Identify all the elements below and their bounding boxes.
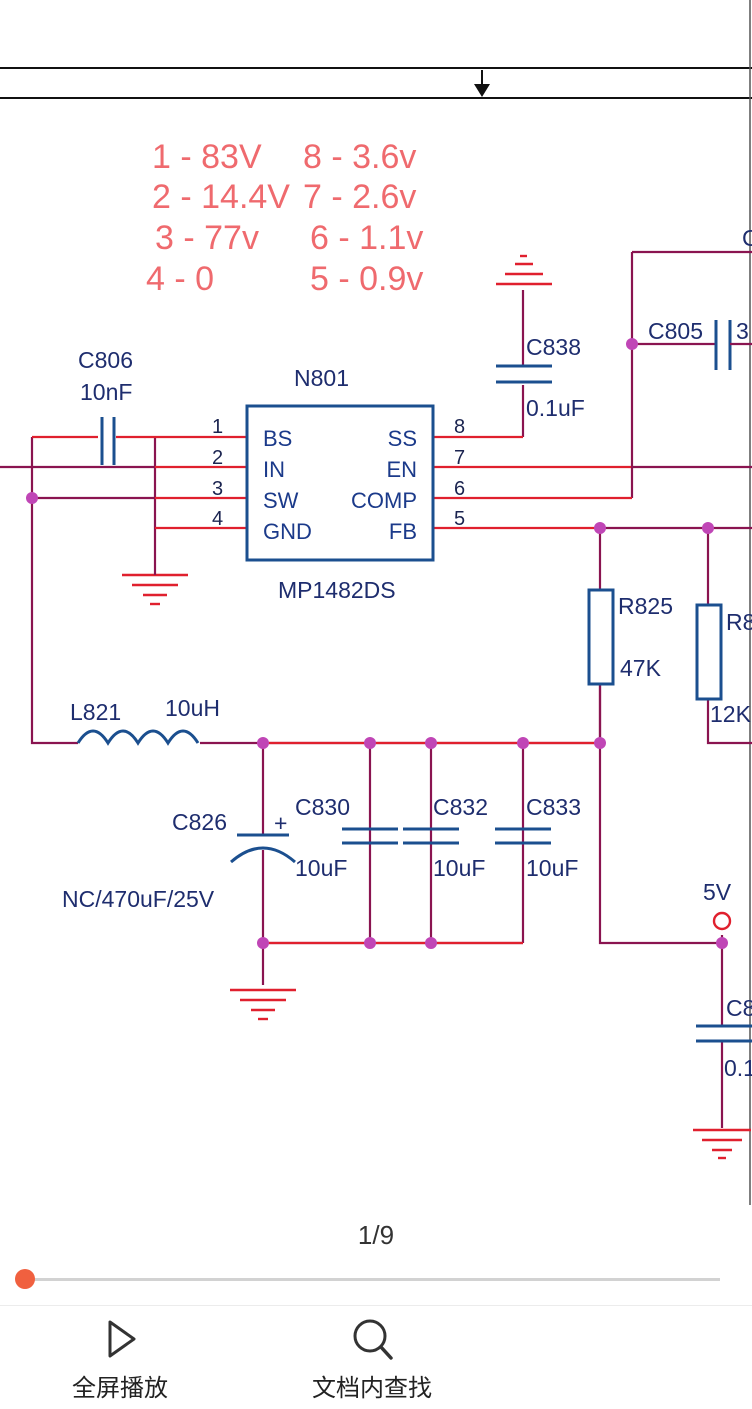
component-ref: R825: [618, 593, 673, 619]
component-ref: C8: [726, 995, 752, 1021]
component-value: 10uF: [433, 855, 485, 881]
fullscreen-play-button[interactable]: 全屏播放: [35, 1316, 205, 1406]
ic-ref-label: N801: [294, 365, 349, 391]
capacitor-c826[interactable]: + C826 NC/470uF/25V: [62, 809, 296, 912]
component-ref: C838: [526, 334, 581, 360]
component-ref: C805: [648, 318, 703, 344]
search-icon: [353, 1319, 393, 1360]
component-value: 3: [736, 318, 749, 344]
capacitor-c805[interactable]: C805 3: [648, 318, 752, 370]
voltage-note: 3 - 77v: [155, 219, 259, 257]
ic-pin-name: FB: [389, 519, 417, 544]
ic-n801[interactable]: N801 MP1482DS BS IN SW GND SS EN COMP FB…: [212, 365, 465, 603]
ground-symbol: [122, 530, 188, 606]
ic-pin-name: SS: [388, 426, 417, 451]
voltage-note: 2 - 14.4V: [152, 178, 290, 216]
voltage-note: 8 - 3.6v: [303, 138, 416, 176]
capacitor-c832[interactable]: C832 10uF: [403, 794, 488, 881]
ground-symbol: [230, 988, 296, 1021]
rail-5v[interactable]: 5V: [703, 879, 732, 931]
page-indicator: 1/9: [357, 1220, 395, 1250]
ic-pin-number: 3: [212, 478, 223, 500]
polarity-mark: +: [274, 810, 287, 836]
resistor-r8xx[interactable]: R8 12K: [695, 603, 752, 727]
ic-pin-name: COMP: [351, 488, 417, 513]
bottom-toolbar: 全屏播放 文档内查找: [0, 1305, 752, 1409]
component-value: 10nF: [80, 379, 132, 405]
component-ref: C830: [295, 794, 350, 820]
component-value: 10uF: [526, 855, 578, 881]
capacitor-c830[interactable]: C830 10uF: [295, 794, 398, 881]
play-icon: [108, 1320, 136, 1358]
sheet-arrow-marker: [474, 70, 490, 97]
capacitor-c806[interactable]: C806 10nF: [78, 347, 133, 465]
component-value: 10uH: [165, 695, 220, 721]
voltage-note: 4 - 0: [146, 260, 214, 298]
component-value: 10uF: [295, 855, 347, 881]
search-in-document-button[interactable]: 文档内查找: [287, 1316, 457, 1406]
voltage-note: 5 - 0.9v: [310, 260, 423, 298]
component-ref: C826: [172, 809, 227, 835]
component-ref: L821: [70, 699, 121, 725]
ic-part-label: MP1482DS: [278, 577, 396, 603]
ic-pin-name: GND: [263, 519, 312, 544]
ic-pin-number: 7: [454, 447, 465, 469]
capacitor-c838[interactable]: C838 0.1uF: [496, 334, 585, 421]
ic-pin-number: 4: [212, 508, 223, 530]
ic-pin-number: 6: [454, 478, 465, 500]
component-ref: R8: [726, 609, 752, 635]
ic-pin-number: 5: [454, 508, 465, 530]
component-value: NC/470uF/25V: [62, 886, 215, 912]
voltage-notes: 1 - 83V 2 - 14.4V 3 - 77v 4 - 0 8 - 3.6v…: [146, 138, 423, 298]
ic-pin-number: 8: [454, 416, 465, 438]
ic-pin-name: IN: [263, 457, 285, 482]
fullscreen-play-label: 全屏播放: [72, 1374, 168, 1402]
ic-pin-name: EN: [386, 457, 417, 482]
resistor-r825[interactable]: R825 47K: [587, 588, 673, 686]
progress-handle[interactable]: [15, 1269, 35, 1289]
rail-label: 5V: [703, 879, 732, 905]
page-progress-slider[interactable]: [15, 1269, 720, 1289]
voltage-note: 7 - 2.6v: [303, 178, 416, 216]
component-ref: C: [742, 225, 752, 251]
capacitor-c833[interactable]: C833 10uF: [495, 794, 581, 881]
capacitor-c8xx[interactable]: C8 0.1: [696, 995, 752, 1081]
component-value: 12K: [710, 701, 752, 727]
voltage-note: 1 - 83V: [152, 138, 262, 176]
ground-symbol: [693, 1128, 751, 1160]
ground-symbol: [496, 254, 552, 286]
ic-pin-number: 1: [212, 416, 223, 438]
schematic-page[interactable]: 1 - 83V 2 - 14.4V 3 - 77v 4 - 0 8 - 3.6v…: [0, 0, 752, 1205]
ic-pin-number: 2: [212, 447, 223, 469]
search-in-document-label: 文档内查找: [312, 1374, 432, 1402]
inductor-l821[interactable]: L821 10uH: [70, 695, 220, 746]
component-value: 0.1: [724, 1055, 752, 1081]
component-value: 47K: [620, 655, 662, 681]
component-ref: C832: [433, 794, 488, 820]
junction-dots: [26, 338, 728, 949]
ic-pin-name: SW: [263, 488, 299, 513]
voltage-note: 6 - 1.1v: [310, 219, 423, 257]
component-ref: C806: [78, 347, 133, 373]
component-ref: C833: [526, 794, 581, 820]
component-value: 0.1uF: [526, 395, 585, 421]
ic-pin-name: BS: [263, 426, 292, 451]
